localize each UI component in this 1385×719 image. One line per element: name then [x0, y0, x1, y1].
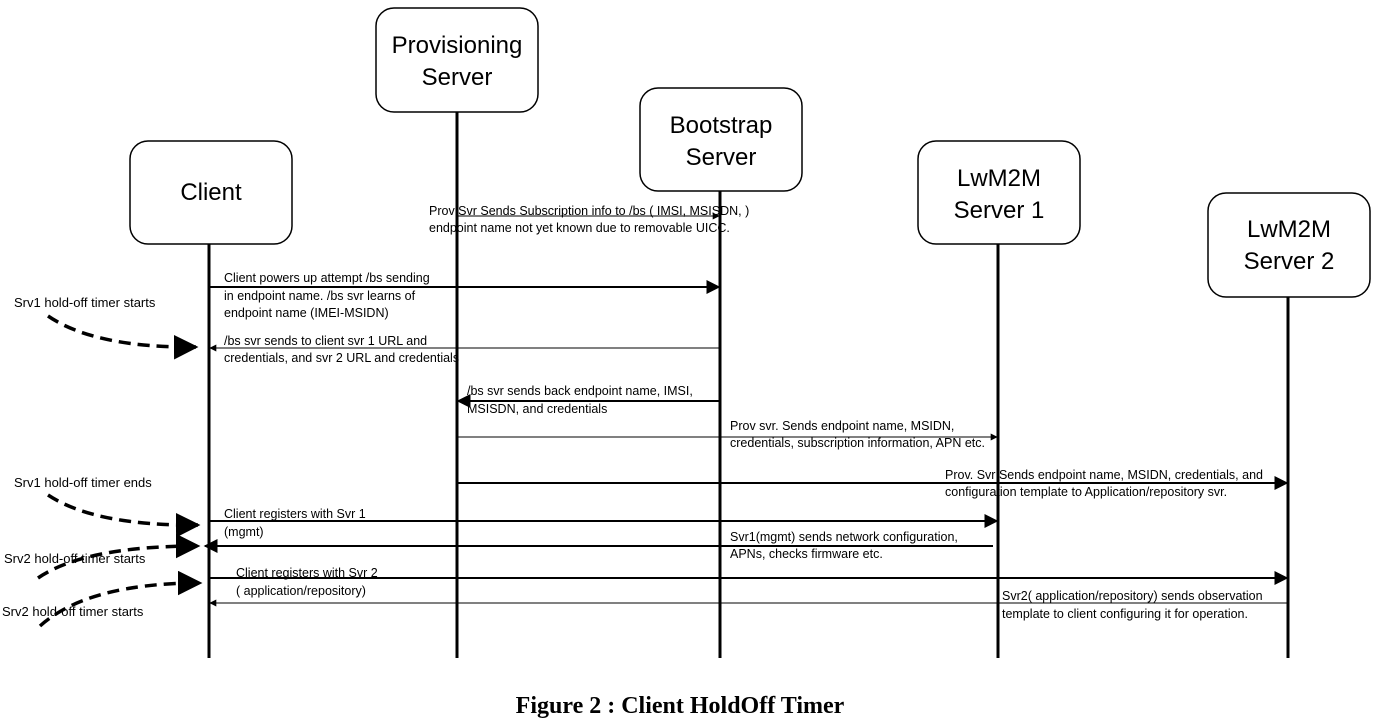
lwm2m-server-1-box: LwM2M Server 1 [917, 140, 1081, 245]
message-text-line: Client powers up attempt /bs sending [224, 271, 430, 285]
message-bootstrap-to-client-urls: /bs svr sends to client svr 1 URL and cr… [209, 334, 720, 365]
message-text-line: Prov. Svr Sends endpoint name, MSIDN, cr… [945, 468, 1263, 482]
message-text-line: APNs, checks firmware etc. [730, 547, 883, 561]
bootstrap-server-box: Bootstrap Server [639, 87, 803, 192]
message-svr1-network-config: Svr1(mgmt) sends network configuration, … [203, 530, 993, 561]
note-text: Srv1 hold-off timer ends [14, 475, 152, 490]
message-text-line: endpoint name not yet known due to remov… [429, 221, 730, 235]
message-text-line: template to client configuring it for op… [1002, 607, 1248, 621]
bootstrap-label-2: Server [686, 144, 757, 171]
message-client-to-bootstrap-powerup: Client powers up attempt /bs sending in … [209, 271, 721, 320]
message-text-line: /bs svr sends to client svr 1 URL and [224, 334, 427, 348]
note-text: Srv1 hold-off timer starts [14, 295, 156, 310]
lwm2m2-label-1: LwM2M [1247, 216, 1331, 243]
provisioning-label-2: Server [422, 64, 493, 91]
figure-caption: Figure 2 : Client HoldOff Timer [516, 693, 845, 719]
message-text-line: MSISDN, and credentials [467, 402, 607, 416]
bootstrap-label-1: Bootstrap [670, 112, 773, 139]
note-srv2-timer-starts-1: Srv2 hold-off timer starts [4, 533, 201, 580]
message-svr2-observation-template: Svr2( application/repository) sends obse… [209, 589, 1288, 621]
message-text-line: ( application/repository) [236, 584, 366, 598]
note-srv2-timer-starts-2: Srv2 hold-off timer starts [2, 570, 203, 628]
lwm2m1-label-1: LwM2M [957, 165, 1041, 192]
client-label: Client [180, 179, 242, 206]
message-prov-to-bootstrap-subscription: Prov Svr Sends Subscription info to /bs … [429, 204, 749, 235]
message-text-line: credentials, subscription information, A… [730, 436, 985, 450]
provisioning-server-box: Provisioning Server [375, 7, 539, 113]
message-client-registers-svr2: Client registers with Svr 2 ( applicatio… [209, 566, 1289, 598]
note-text: Srv2 hold-off timer starts [4, 551, 146, 566]
message-text-line: Svr1(mgmt) sends network configuration, [730, 530, 958, 544]
lwm2m2-label-2: Server 2 [1244, 248, 1335, 275]
message-text-line: Prov Svr Sends Subscription info to /bs … [429, 204, 749, 218]
message-text-line: endpoint name (IMEI-MSIDN) [224, 306, 389, 320]
message-text-line: in endpoint name. /bs svr learns of [224, 289, 416, 303]
client-box: Client [129, 140, 293, 245]
message-text-line: Prov svr. Sends endpoint name, MSIDN, [730, 419, 954, 433]
message-text-line: credentials, and svr 2 URL and credentia… [224, 351, 459, 365]
message-prov-to-lwm2m1-endpoint: Prov svr. Sends endpoint name, MSIDN, cr… [457, 419, 998, 450]
message-text-line: (mgmt) [224, 525, 264, 539]
note-text: Srv2 hold-off timer starts [2, 604, 144, 619]
message-prov-to-lwm2m2-template: Prov. Svr Sends endpoint name, MSIDN, cr… [457, 468, 1289, 499]
message-client-registers-svr1: Client registers with Svr 1 (mgmt) [209, 507, 999, 539]
lwm2m1-label-2: Server 1 [954, 197, 1045, 224]
lwm2m-server-2-box: LwM2M Server 2 [1207, 192, 1371, 298]
note-srv1-timer-starts: Srv1 hold-off timer starts [14, 295, 199, 360]
message-text-line: configuration template to Application/re… [945, 485, 1227, 499]
provisioning-label-1: Provisioning [392, 32, 523, 59]
message-text-line: Svr2( application/repository) sends obse… [1002, 589, 1263, 603]
message-text-line: Client registers with Svr 1 [224, 507, 366, 521]
note-srv1-timer-ends: Srv1 hold-off timer ends [14, 475, 201, 538]
message-text-line: /bs svr sends back endpoint name, IMSI, [467, 384, 693, 398]
message-bootstrap-to-prov-endpoint: /bs svr sends back endpoint name, IMSI, … [456, 384, 720, 416]
message-text-line: Client registers with Svr 2 [236, 566, 378, 580]
